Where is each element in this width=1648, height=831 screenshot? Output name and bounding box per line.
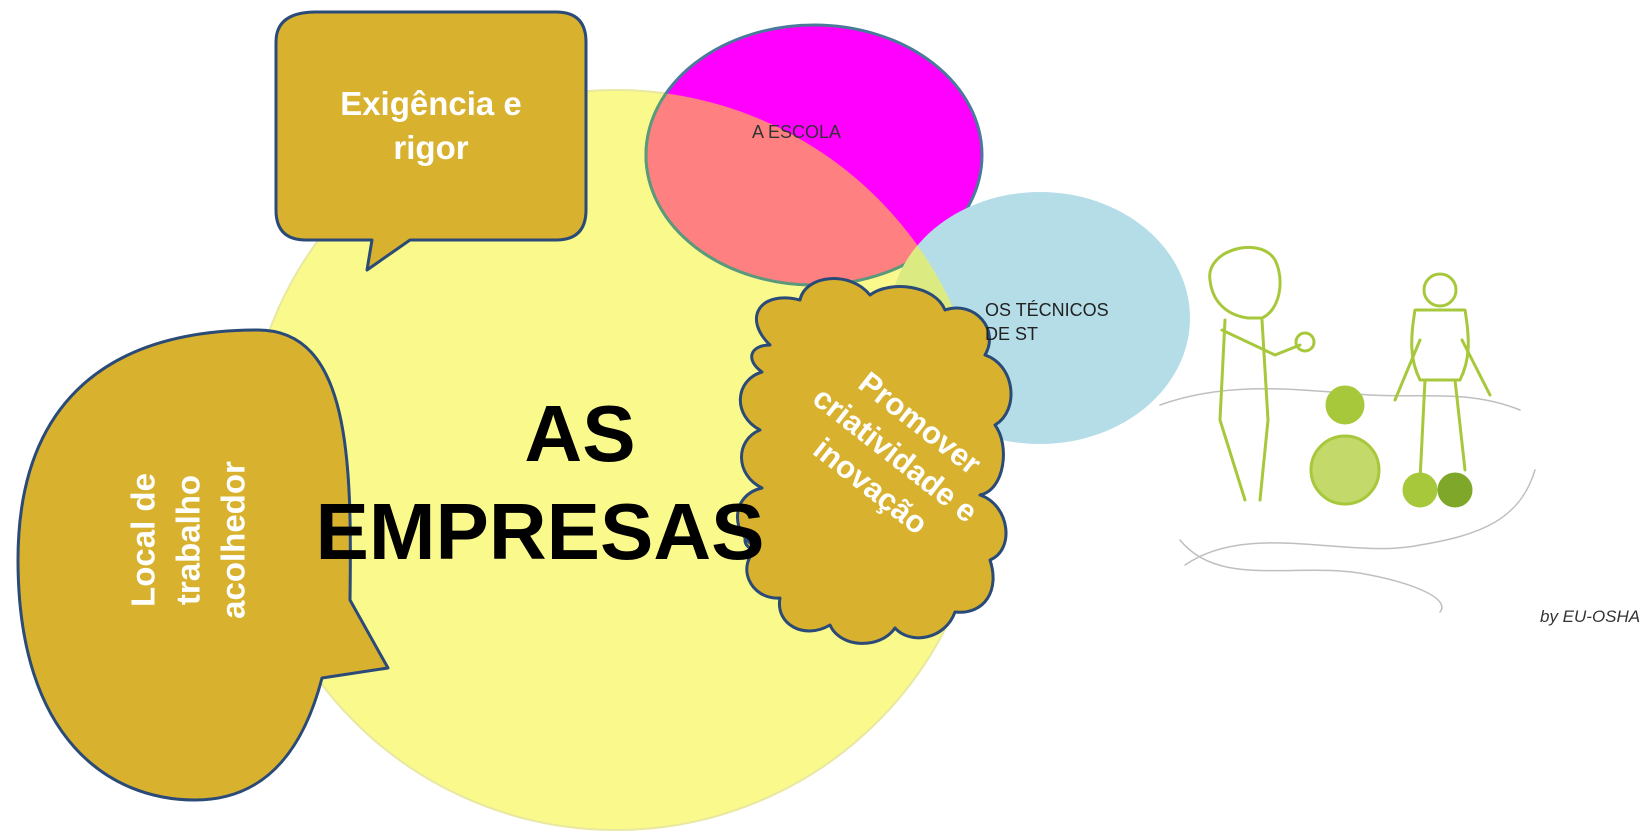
escola-label: A ESCOLA: [752, 122, 842, 142]
callout-left-line2: trabalho: [169, 474, 207, 606]
callout-top-shape: [274, 10, 588, 272]
callout-left-shape: [16, 328, 390, 802]
tecnicos-line1: OS TÉCNICOS: [985, 300, 1109, 320]
callout-left-line3: acolhedor: [214, 461, 252, 619]
empresas-line2: EMPRESAS: [315, 487, 765, 576]
cloud-shape: [736, 277, 1013, 645]
tecnicos-line2: DE ST: [985, 324, 1039, 344]
callout-top-text: Exigência e rigor: [285, 82, 577, 170]
empresas-label: AS EMPRESAS: [300, 385, 860, 581]
callout-top-line2: rigor: [393, 129, 469, 166]
empresas-line1: AS: [524, 389, 636, 478]
callout-top-line1: Exigência e: [340, 85, 522, 122]
tecnicos-label: OS TÉCNICOS DE ST: [985, 298, 1109, 346]
callout-left-line1: Local de: [124, 473, 162, 607]
callout-left-text: Local de trabalho acolhedor: [121, 410, 256, 670]
credit-label: by EU-OSHA: [1540, 607, 1641, 626]
eu-osha-illustration: [1159, 245, 1536, 613]
